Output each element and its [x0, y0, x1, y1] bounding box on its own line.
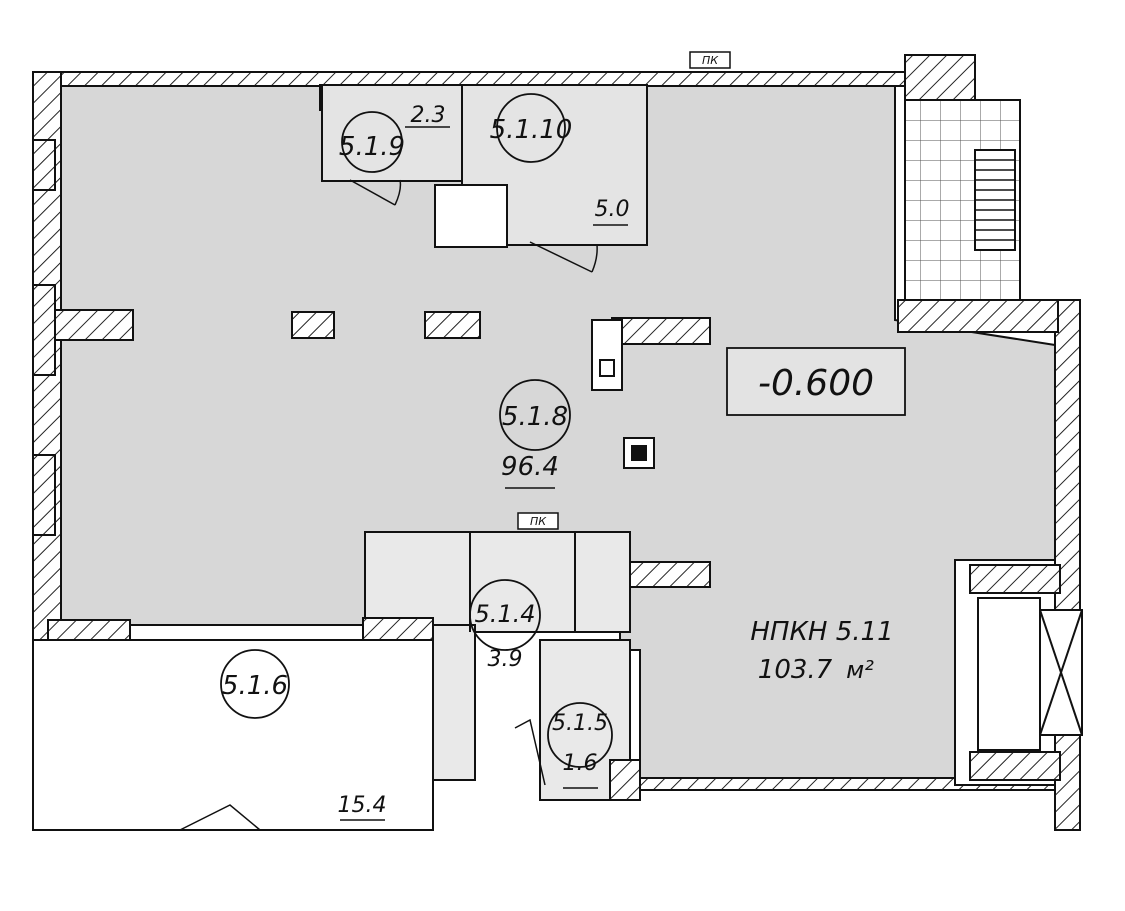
room-id-5-1-10: 5.1.10 — [490, 115, 573, 145]
area-underlines — [340, 126, 628, 821]
unit-area: 103.7 — [758, 655, 833, 685]
stair-block — [954, 559, 1083, 786]
room-id-5-1-8: 5.1.8 — [502, 402, 568, 432]
room-id-5-1-4: 5.1.4 — [474, 600, 535, 628]
shaft-block-top — [434, 184, 508, 248]
room-id-5-1-6: 5.1.6 — [222, 671, 288, 701]
room-area-5-1-6: 15.4 — [338, 793, 387, 818]
elevation-mark: -0.600 — [758, 363, 874, 404]
room-area-5-1-4: 3.9 — [488, 647, 523, 672]
service-mark-top: ПК — [702, 54, 719, 67]
top-rooms — [321, 84, 648, 246]
room-area-5-1-9: 2.3 — [411, 103, 446, 128]
service-mark-boxes — [517, 51, 731, 530]
elevation-box — [726, 347, 906, 416]
room-area-5-1-10: 5.0 — [595, 197, 630, 222]
door-swings — [179, 179, 598, 831]
service-mark-center: ПК — [530, 515, 547, 528]
left-pilasters — [32, 139, 134, 649]
interior-columns — [291, 84, 711, 588]
room-area-5-1-8: 96.4 — [501, 452, 559, 482]
room-id-5-1-5: 5.1.5 — [552, 711, 608, 736]
radiator-lines — [975, 159, 1015, 241]
room-5-1-6-area — [32, 639, 434, 831]
room-area-5-1-5: 1.6 — [563, 751, 598, 776]
unit-label: НПКН 5.11 — [750, 617, 893, 647]
room-id-5-1-9: 5.1.9 — [339, 132, 405, 162]
unit-area-unit: м² — [846, 656, 874, 684]
room-circles — [220, 93, 613, 768]
